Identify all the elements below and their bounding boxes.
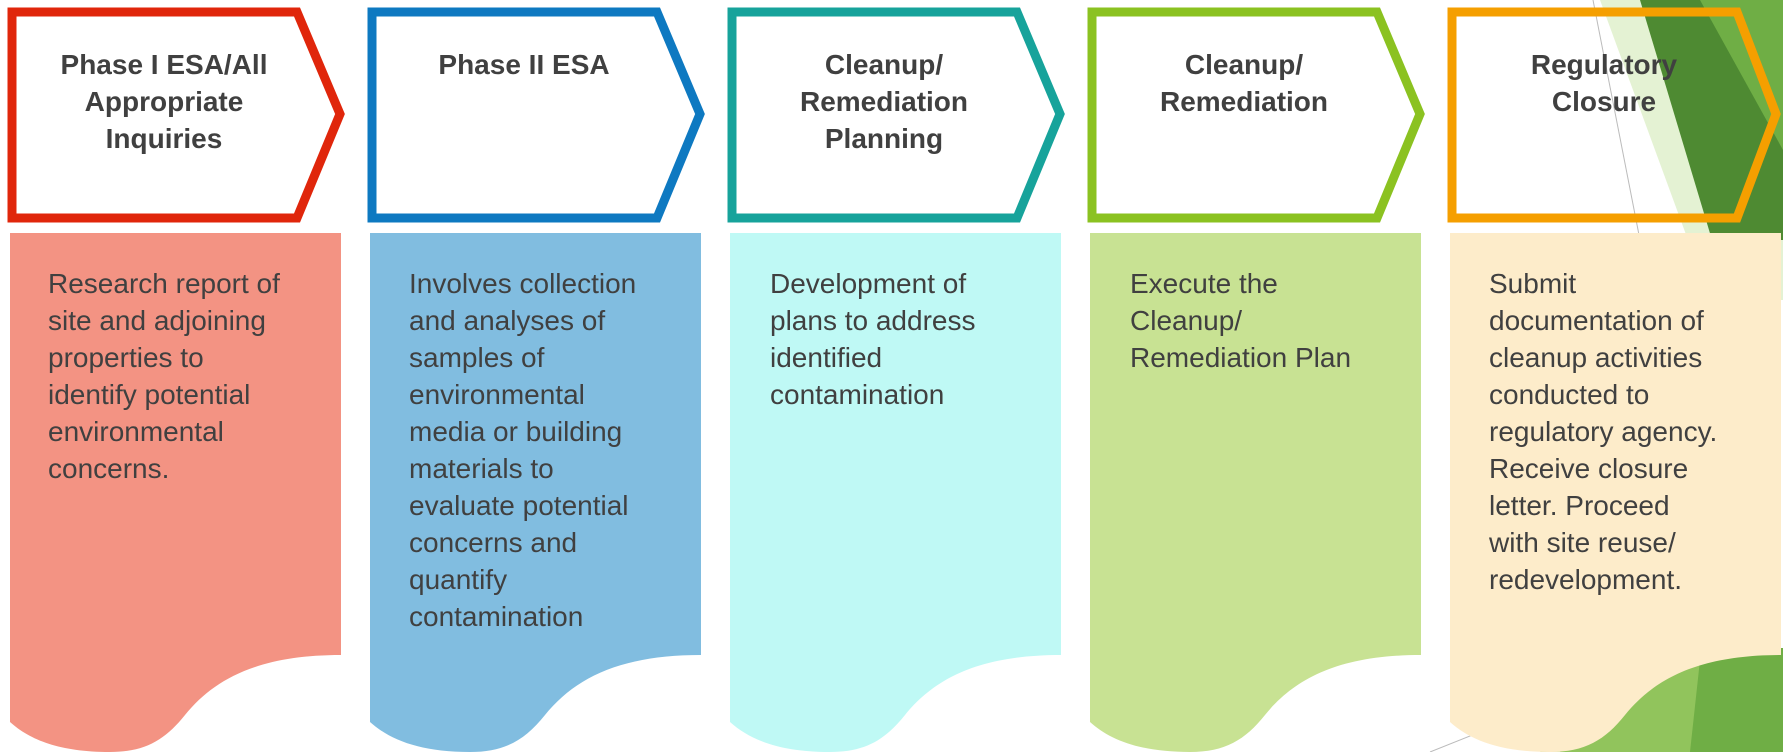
phase-2-title: Phase II ESA [438,49,610,80]
phase-5: Regulatory Closure Submit documentation … [1440,0,1781,752]
phase-4-body-fill [1090,233,1421,752]
phase-3-body-shape [730,233,1061,752]
phase-4: Cleanup/ Remediation Execute the Cleanup… [1080,0,1425,752]
phase-5-body-shape [1450,233,1781,752]
phase-3-body-fill [730,233,1061,752]
phase-3-chevron-outline [727,7,1065,223]
phase-2-body-fill [370,233,701,752]
phase-2-description: Involves collection and analyses of samp… [409,268,637,632]
phase-4-description: Execute the Cleanup/ Remediation Plan [1130,268,1352,373]
phase-5-body-fill [1450,233,1781,752]
phase-2-body-shape [370,233,701,752]
phase-1-description: Research report of site and adjoining pr… [48,268,280,484]
phase-3: Cleanup/ Remediation Planning Developmen… [720,0,1065,752]
phase-1-chevron-outline [7,7,345,223]
phase-5-title: Regulatory Closure [1530,49,1678,117]
phase-1-title: Phase I ESA/All Appropriate Inquiries [60,49,268,154]
phase-5-chevron [1447,7,1781,223]
deco-mid-wedge [1700,0,1783,150]
phase-1-body-fill [10,233,341,752]
phase-1: Phase I ESA/All Appropriate Inquiries Re… [0,0,345,752]
phase-3-description: Development of plans to address identifi… [770,268,976,410]
phase-3-chevron [727,7,1065,223]
phase-3-title: Cleanup/ Remediation Planning [799,49,969,154]
phase-2: Phase II ESA Involves collection and ana… [360,0,705,752]
phase-5-description: Submit documentation of cleanup activiti… [1489,268,1718,595]
phase-2-chevron-outline [367,7,705,223]
phase-4-chevron [1087,7,1425,223]
phase-2-chevron [367,7,705,223]
phase-5-chevron-outline [1447,7,1781,223]
deco-thin-line [1592,0,1641,241]
phase-4-title: Cleanup/ Remediation [1159,49,1329,117]
phase-1-chevron [7,7,345,223]
phase-4-body-shape [1090,233,1421,752]
phase-1-body-shape [10,233,341,752]
phase-4-chevron-outline [1087,7,1425,223]
